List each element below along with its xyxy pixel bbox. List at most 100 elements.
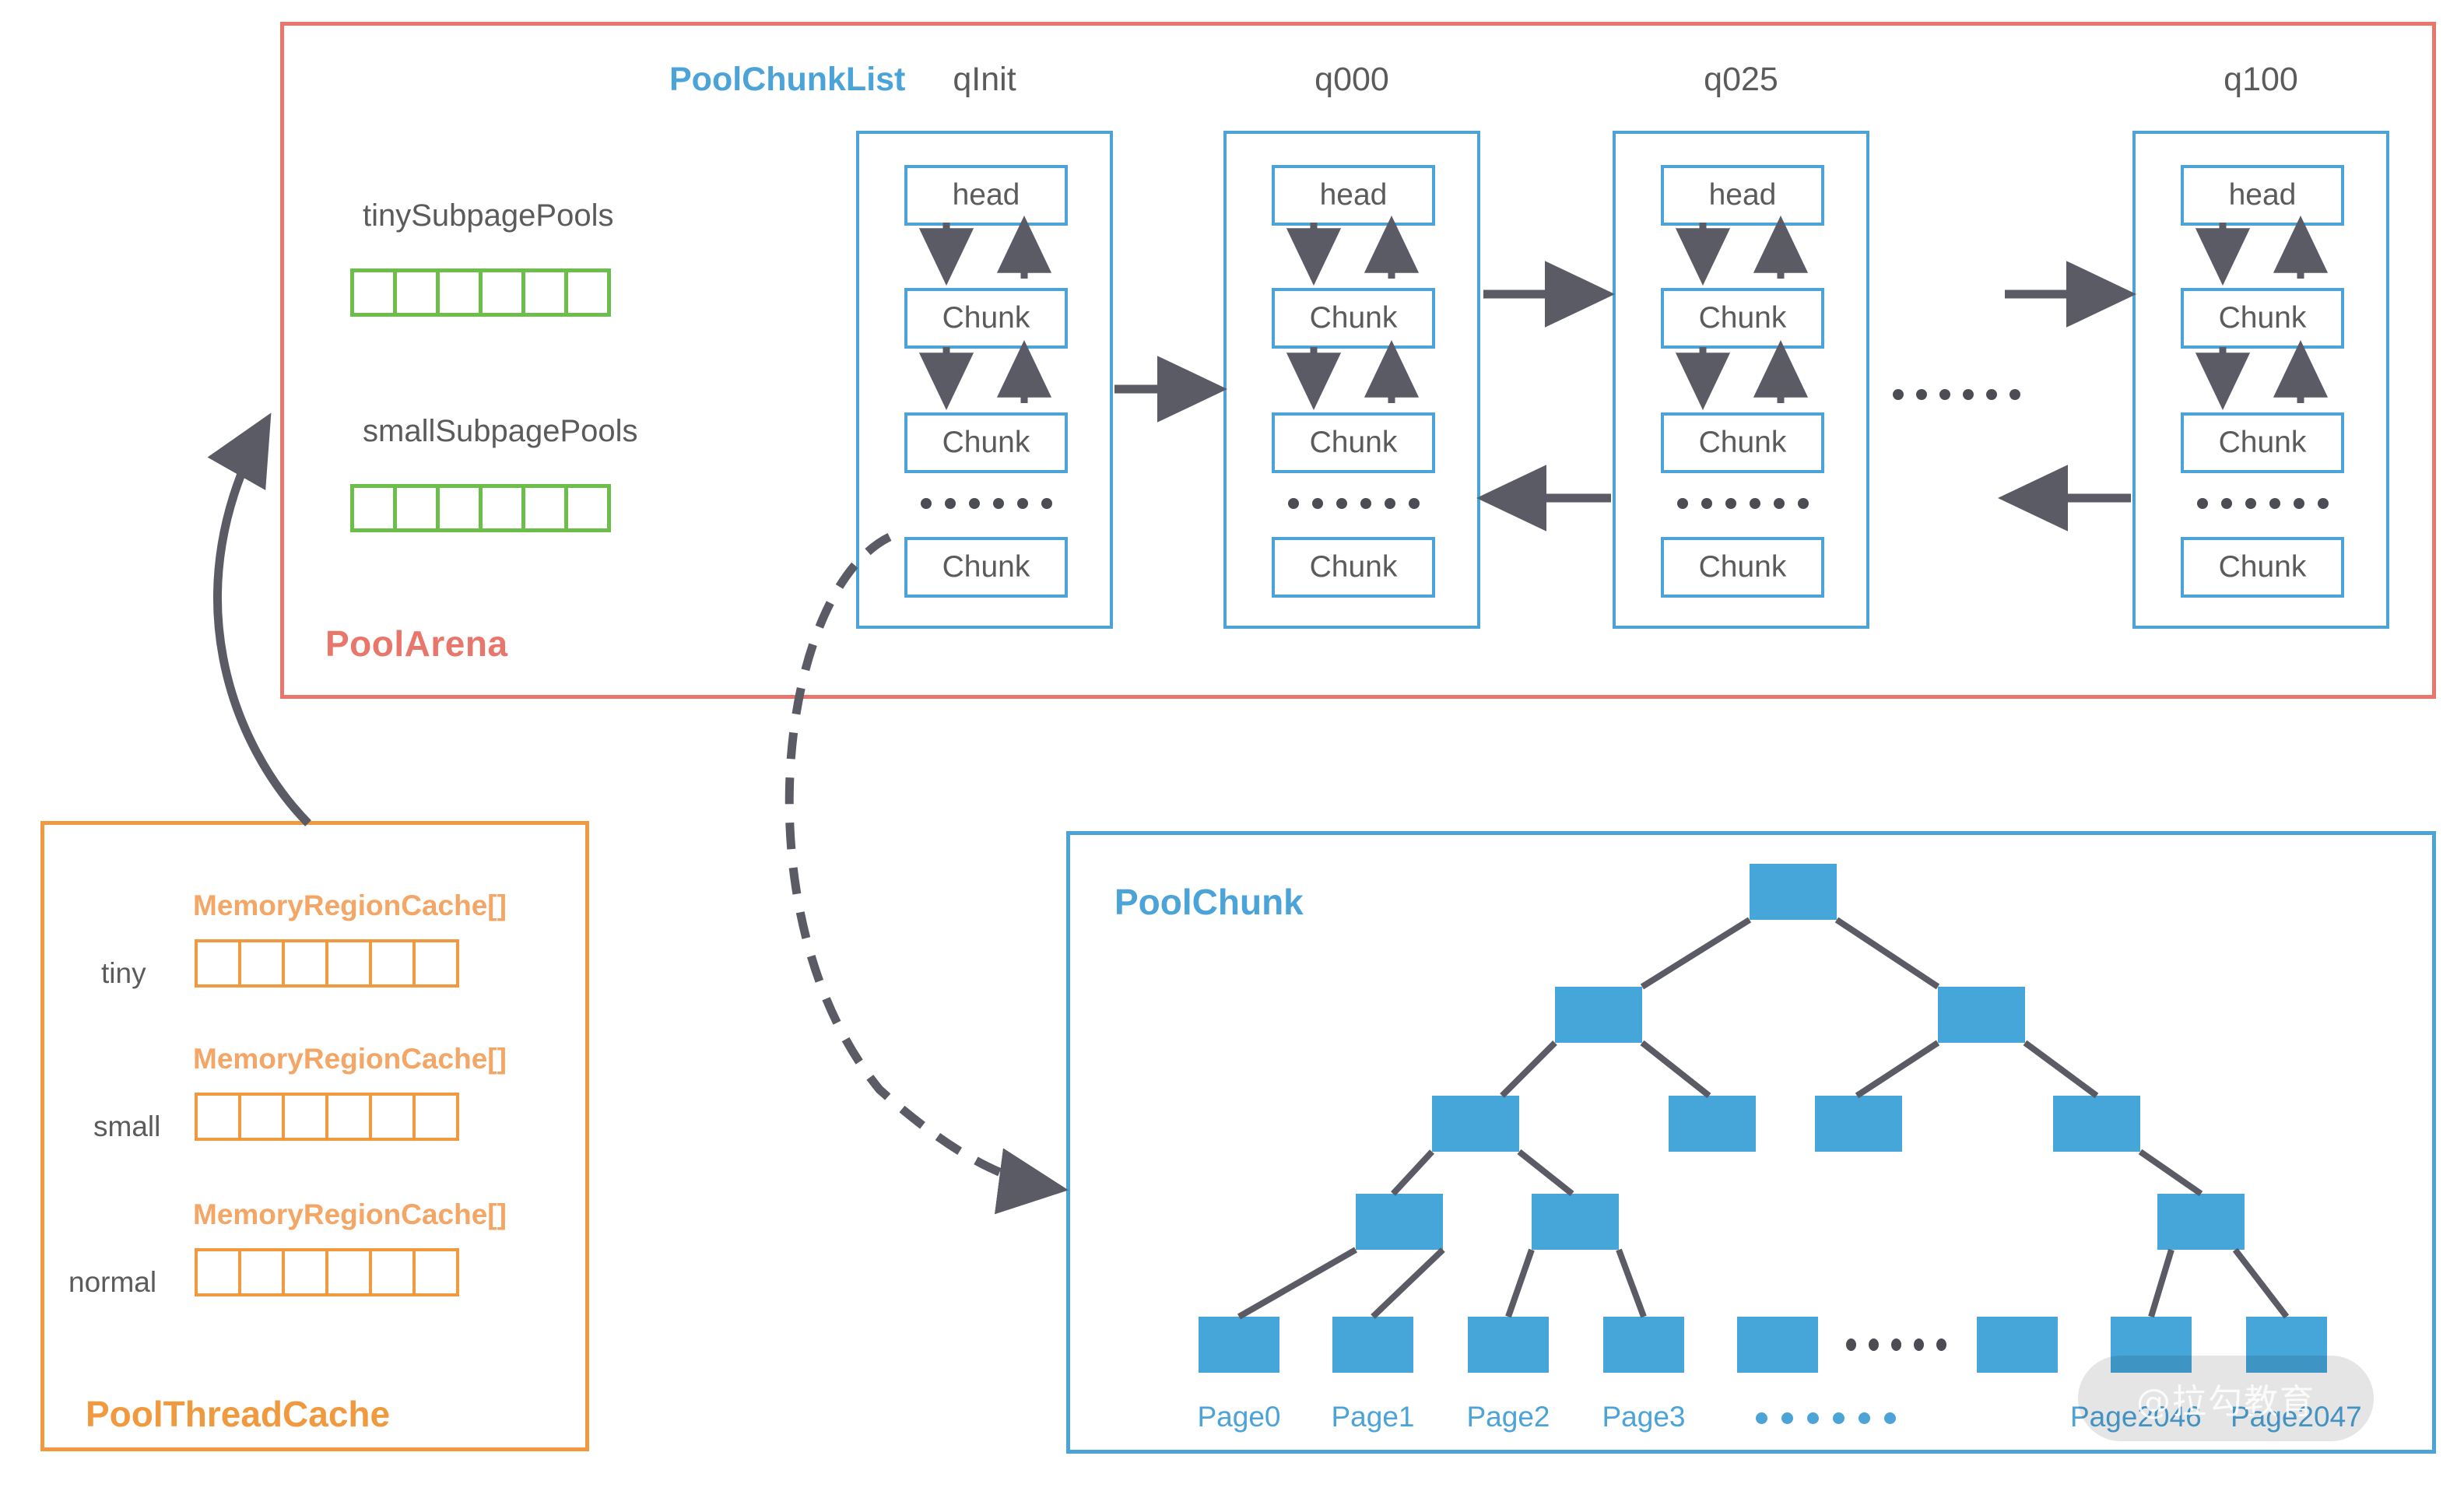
tree-node-l2 [1432, 1096, 1519, 1152]
cache-cell [369, 939, 416, 988]
page-label-ellipsis [1756, 1412, 1896, 1424]
chunklist-title-qinit: qInit [953, 61, 1016, 98]
watermark: @拉勾教育 [2078, 1356, 2374, 1441]
chunklist-node-chunk: Chunk [1661, 412, 1824, 473]
page-label-1: Page1 [1331, 1401, 1415, 1433]
small-pool-cell [564, 484, 611, 532]
tiny-pool-cell [521, 268, 568, 317]
cache-cell [325, 939, 372, 988]
chunklist-ellipsis [904, 476, 1068, 531]
tree-node-page2046 [2111, 1317, 2192, 1373]
tiny-pool-cell [393, 268, 440, 317]
tiny-pool-cell [479, 268, 525, 317]
tree-node-l3 [1356, 1194, 1443, 1250]
poolchunklist-label: PoolChunkList [669, 61, 906, 98]
tree-node-l1 [1938, 987, 2025, 1043]
small-subpage-pools-label: smallSubpagePools [363, 414, 638, 448]
chunklist-ellipsis [2181, 476, 2344, 531]
memory-region-cache-array-tiny [195, 939, 459, 988]
chunklist-ellipsis [1272, 476, 1435, 531]
chunklist-node-chunk: Chunk [2181, 412, 2344, 473]
chunklist-node-chunk: Chunk [1272, 288, 1435, 349]
page-label-3: Page3 [1602, 1401, 1686, 1433]
chunklist-node-chunk: Chunk [1661, 288, 1824, 349]
small-pool-cell [479, 484, 525, 532]
tiny-pool-cell [436, 268, 483, 317]
tree-node-l1 [1555, 987, 1642, 1043]
chunklist-column-qinit: head Chunk Chunk Chunk [856, 131, 1113, 629]
chunklist-ellipsis [1661, 476, 1824, 531]
pool-thread-cache-title: PoolThreadCache [86, 1394, 391, 1434]
chunklist-node-head: head [904, 165, 1068, 226]
chunklist-title-q025: q025 [1704, 61, 1778, 98]
tiny-subpage-pools-label: tinySubpagePools [363, 198, 614, 233]
chunklist-node-head: head [1661, 165, 1824, 226]
memory-region-cache-array-normal [195, 1248, 459, 1296]
tree-node-page-extra [1977, 1317, 2058, 1373]
cache-cell [238, 1248, 285, 1296]
chunklist-title-q000: q000 [1314, 61, 1389, 98]
chunklist-node-head: head [1272, 165, 1435, 226]
chunklist-node-chunk: Chunk [1272, 412, 1435, 473]
small-pool-cell [350, 484, 397, 532]
cache-cell [369, 1093, 416, 1141]
chunklist-between-ellipsis [1893, 389, 2020, 400]
cache-cell [282, 939, 328, 988]
chunklist-node-chunk: Chunk [904, 537, 1068, 598]
pool-chunk-title: PoolChunk [1114, 882, 1304, 922]
cache-cell [412, 1093, 459, 1141]
tree-node-l2 [1815, 1096, 1902, 1152]
tree-node-root [1750, 864, 1837, 920]
chunklist-column-q100: head Chunk Chunk Chunk [2132, 131, 2389, 629]
cache-cell [282, 1248, 328, 1296]
tree-leaf-ellipsis [1846, 1338, 1946, 1351]
tree-node-page1 [1332, 1317, 1413, 1373]
chunklist-column-q000: head Chunk Chunk Chunk [1223, 131, 1480, 629]
tree-node-l3 [1532, 1194, 1619, 1250]
memory-region-cache-label-tiny: MemoryRegionCache[] [193, 889, 507, 921]
tiny-subpage-pools-array [350, 268, 611, 317]
small-pool-cell [521, 484, 568, 532]
page-label-2: Page2 [1466, 1401, 1550, 1433]
cache-cell [195, 1093, 241, 1141]
cache-cell [238, 939, 285, 988]
chunklist-node-chunk: Chunk [1661, 537, 1824, 598]
cache-cell [195, 939, 241, 988]
chunklist-title-q100: q100 [2224, 61, 2298, 98]
tree-node-page-extra [1737, 1317, 1818, 1373]
page-label-2046: Page2046 [2070, 1401, 2202, 1433]
tiny-pool-cell [564, 268, 611, 317]
cache-cell [325, 1093, 372, 1141]
cache-row-label-tiny: tiny [101, 957, 146, 989]
chunklist-node-head: head [2181, 165, 2344, 226]
cache-row-label-normal: normal [68, 1266, 157, 1298]
small-pool-cell [393, 484, 440, 532]
chunklist-node-chunk: Chunk [2181, 537, 2344, 598]
cache-cell [238, 1093, 285, 1141]
chunklist-node-chunk: Chunk [1272, 537, 1435, 598]
cache-cell [282, 1093, 328, 1141]
tree-node-page3 [1603, 1317, 1684, 1373]
tree-node-l2 [1669, 1096, 1756, 1152]
memory-region-cache-label-normal: MemoryRegionCache[] [193, 1198, 507, 1230]
chunklist-node-chunk: Chunk [904, 288, 1068, 349]
tree-node-l2 [2053, 1096, 2140, 1152]
memory-region-cache-array-small [195, 1093, 459, 1141]
small-subpage-pools-array [350, 484, 611, 532]
tree-node-page0 [1199, 1317, 1279, 1373]
page-label-2047: Page2047 [2231, 1401, 2362, 1433]
tree-node-page2 [1468, 1317, 1549, 1373]
tree-node-page2047 [2246, 1317, 2327, 1373]
cache-row-label-small: small [93, 1110, 161, 1142]
memory-region-cache-label-small: MemoryRegionCache[] [193, 1043, 507, 1075]
cache-cell [412, 939, 459, 988]
cache-cell [412, 1248, 459, 1296]
cache-cell [325, 1248, 372, 1296]
tiny-pool-cell [350, 268, 397, 317]
pool-arena-title: PoolArena [325, 623, 508, 664]
cache-cell [369, 1248, 416, 1296]
chunklist-column-q025: head Chunk Chunk Chunk [1613, 131, 1869, 629]
chunklist-node-chunk: Chunk [904, 412, 1068, 473]
small-pool-cell [436, 484, 483, 532]
